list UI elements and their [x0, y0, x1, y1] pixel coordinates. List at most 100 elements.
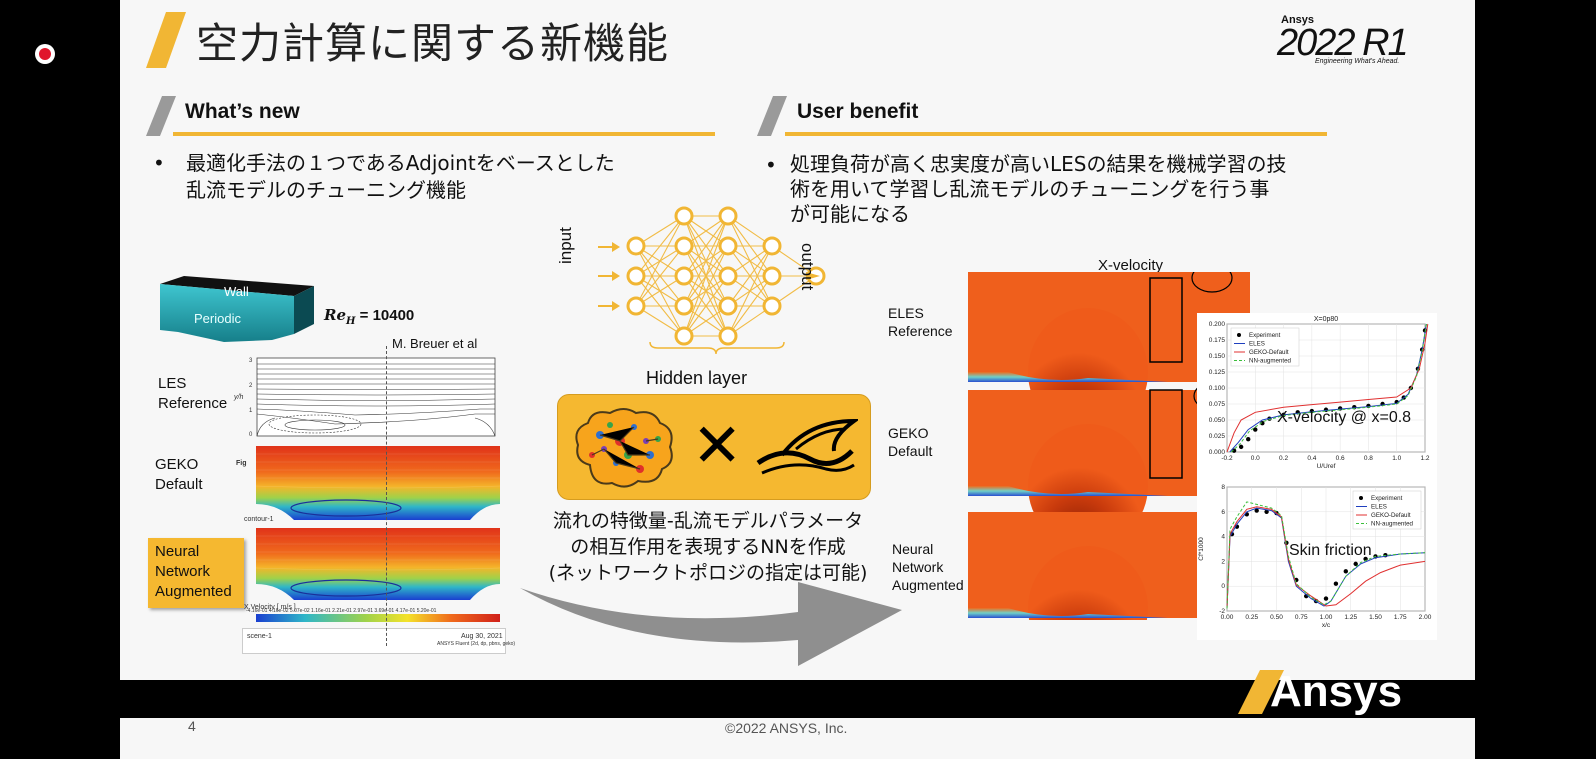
nn-node — [626, 296, 646, 316]
nn-edge — [683, 215, 729, 337]
nn-node — [762, 236, 782, 256]
nn-edge — [635, 215, 685, 307]
geko-label-2: Default — [155, 476, 203, 493]
user-benefit-line-3: が可能になる — [790, 202, 910, 226]
ansys-chevron-logo-icon — [1238, 670, 1284, 714]
x-tick-label: 0.0 — [1251, 455, 1260, 462]
x-tick-label: 1.25 — [1344, 614, 1357, 621]
x-tick-label: 1.50 — [1369, 614, 1382, 621]
x-tick-label: 1.0 — [1392, 455, 1401, 462]
nn-node — [762, 296, 782, 316]
y-tick-label: 0.175 — [1209, 337, 1226, 344]
date-label: Aug 30, 2021 — [461, 633, 503, 640]
x-tick-label: 0.4 — [1307, 455, 1316, 462]
series-line-eles — [1226, 507, 1426, 609]
legend-label: NN-augmented — [1249, 358, 1292, 365]
x-tick-label: 0.25 — [1245, 614, 1258, 621]
reference-dashed-line — [386, 346, 387, 646]
chart-annotation: X-velocity @ x=0.8 — [1277, 409, 1411, 426]
y-tick-label: 0.125 — [1209, 369, 1226, 376]
les-streamline-plot: 3 2 1 0 — [249, 357, 496, 438]
svg-text:1: 1 — [249, 408, 253, 414]
wall-label: Wall — [224, 284, 249, 299]
y-tick-label: 0.000 — [1209, 449, 1226, 456]
flow-arrow-icon — [520, 582, 902, 666]
data-point-experiment — [1254, 508, 1259, 513]
legend-label: Experiment — [1371, 495, 1403, 502]
user-benefit-line-1: 処理負荷が高く忠実度が高いLESの結果を機械学習の技 — [790, 152, 1287, 176]
series-line-nn-augmented — [1230, 323, 1427, 453]
y-tick-label: 2 — [1221, 558, 1225, 565]
nn-edge — [683, 245, 729, 337]
fig-label: Fig — [236, 460, 247, 467]
flow-wave-icon — [756, 418, 858, 475]
user-benefit-bullet-dot: • — [765, 153, 777, 177]
y-tick-label: 0.050 — [1209, 417, 1226, 424]
periodic-channel-geometry — [160, 276, 314, 342]
x-tick-label: 1.00 — [1320, 614, 1333, 621]
ansys-footer-logo: Ansys — [1270, 667, 1403, 716]
legend-box — [1230, 327, 1300, 367]
legend-label: GEKO-Default — [1371, 512, 1411, 519]
nn-edge — [683, 215, 729, 277]
nn-right-label-3: Augmented — [892, 577, 964, 593]
fluent-info-panel: scene-1 Aug 30, 2021 ANSYS Fluent (2d, d… — [242, 628, 515, 654]
nn-output-label: output — [798, 243, 817, 291]
y-tick-label: 0.200 — [1209, 321, 1226, 328]
eles-label-1: ELES — [888, 305, 924, 321]
color-scale-bar — [256, 614, 500, 622]
legend-label: NN-augmented — [1371, 521, 1414, 528]
nn-edge — [635, 245, 685, 307]
nn-label-3: Augmented — [155, 583, 232, 600]
brain-wave-box: ✕ — [557, 394, 871, 500]
whats-new-line-2: 乱流モデルのチューニング機能 — [186, 178, 466, 202]
geko-contour-plot — [256, 446, 500, 520]
data-point-experiment — [1253, 427, 1258, 432]
nn-edge — [727, 245, 773, 307]
nn-caption: 流れの特徴量-乱流モデルパラメータ の相互作用を表現するNNを作成 (ネットワー… — [518, 508, 898, 586]
y-tick-label: 4 — [1221, 534, 1225, 541]
nn-node — [674, 266, 694, 286]
citation-label: M. Breuer et al — [392, 336, 478, 351]
title-accent-bar — [146, 12, 186, 68]
y-tick-label: -2 — [1219, 608, 1225, 615]
scene-label: scene-1 — [247, 633, 272, 640]
data-point-experiment — [1246, 437, 1251, 442]
nn-caption-line-1: 流れの特徴量-乱流モデルパラメータ — [552, 510, 864, 532]
x-tick-label: 0.8 — [1364, 455, 1373, 462]
data-point-experiment — [1238, 444, 1244, 450]
nn-contour-plot — [256, 528, 500, 600]
x-tick-label: 0.50 — [1270, 614, 1283, 621]
reynolds-subscript: H — [346, 316, 356, 327]
xvel-title: X-velocity — [1098, 257, 1164, 274]
nn-node — [718, 236, 738, 256]
x-axis-label: U/Uref — [1317, 463, 1336, 470]
data-point-experiment — [1260, 421, 1265, 426]
nn-node — [718, 296, 738, 316]
nn-right-label-1: Neural — [892, 541, 934, 557]
nn-node — [674, 206, 694, 226]
whats-new-bullet-dot: • — [153, 151, 165, 175]
slide: 空力計算に関する新機能 Ansys 2022 R1 Engineering Wh… — [120, 0, 1475, 759]
nn-edge — [683, 275, 729, 337]
nn-node — [626, 266, 646, 286]
eles-label-2: Reference — [888, 323, 953, 339]
x-tick-label: 0.00 — [1221, 614, 1234, 621]
geko-right-label-2: Default — [888, 443, 933, 459]
contour-legend-small-1: contour-1 — [244, 516, 274, 523]
series-line-geko-default — [1226, 506, 1426, 609]
nn-node — [626, 236, 646, 256]
nn-edge — [683, 215, 729, 307]
fluent-label: ANSYS Fluent (2d, dp, pbns, geko) — [437, 641, 516, 647]
record-indicator-icon[interactable] — [35, 44, 55, 64]
x-tick-label: 0.6 — [1336, 455, 1345, 462]
copyright: ©2022 ANSYS, Inc. — [725, 720, 848, 736]
svg-text:3: 3 — [249, 358, 253, 364]
data-point-experiment — [1353, 561, 1358, 567]
section-accent-right — [757, 96, 787, 136]
whats-new-line-1: 最適化手法の１つであるAdjointをベースとした — [186, 151, 615, 175]
data-point-experiment — [1323, 596, 1329, 601]
nn-label-1: Neural — [155, 543, 200, 560]
